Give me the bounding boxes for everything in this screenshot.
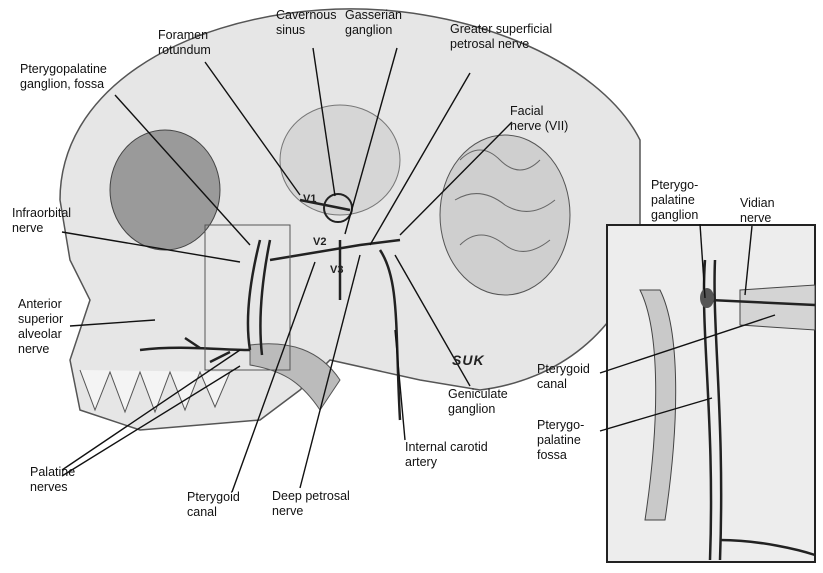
label-greater-superficial-petrosal-nerve: Greater superficial petrosal nerve (450, 22, 553, 51)
teeth (79, 369, 231, 414)
label-palatine-nerves: Palatine nerves (30, 465, 76, 494)
leader-lines (61, 47, 776, 493)
label-facial-nerve: Facial nerve (VII) (510, 104, 569, 133)
label-deep-petrosal-nerve: Deep petrosal nerve (272, 489, 350, 518)
label-infraorbital-nerve: Infraorbital nerve (12, 206, 72, 235)
inset-region-box (204, 224, 291, 371)
label-anterior-superior-alveolar-nerve: Anterior superior alveolar nerve (18, 297, 64, 356)
label-cavernous-sinus: Cavernous sinus (276, 8, 337, 37)
label-pterygopalatine-ganglion-fossa: Pterygopalatine ganglion, fossa (20, 62, 107, 91)
orbit (109, 129, 221, 251)
artist-signature: SUK (452, 352, 485, 368)
label-geniculate-ganglion: Geniculate ganglion (448, 387, 508, 416)
inset-label-vidian-nerve: Vidian nerve (740, 196, 775, 225)
inset-label-pterygoid-canal: Pterygoid canal (537, 362, 590, 391)
label-gasserian-ganglion: Gasserian ganglion (345, 8, 402, 37)
cerebellum (439, 134, 571, 296)
label-foramen-rotundum: Foramen rotundum (158, 28, 211, 57)
label-v1: V1 (303, 193, 317, 205)
label-v3: V3 (330, 264, 344, 276)
inset-label-pterygopalatine-fossa: Pterygo- palatine fossa (537, 418, 585, 462)
inset-label-pterygopalatine-ganglion: Pterygo- palatine ganglion (651, 178, 699, 222)
label-internal-carotid-artery: Internal carotid artery (405, 440, 488, 469)
temporal-region (279, 104, 401, 216)
label-pterygoid-canal: Pterygoid canal (187, 490, 240, 519)
label-v2: V2 (313, 236, 327, 248)
